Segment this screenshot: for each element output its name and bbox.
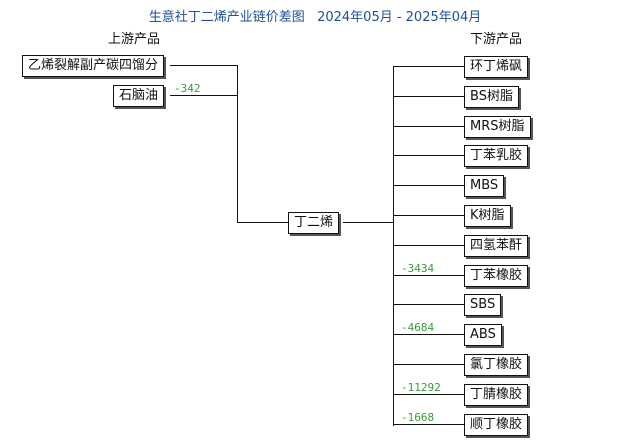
diagram-title: 生意社丁二烯产业链价差图 2024年05月 - 2025年04月 (148, 10, 482, 25)
upstream-node-naphtha: 石脑油 (113, 85, 165, 107)
downstream-node-mbs: MBS (464, 175, 505, 197)
upstream-trunk (237, 65, 238, 223)
downstream-node-k-resin: K树脂 (464, 205, 511, 227)
center-to-downstream-line (343, 222, 394, 223)
downstream-branch-line (393, 275, 465, 276)
downstream-branch-line (393, 155, 465, 156)
downstream-node-thpa: 四氢苯酐 (464, 235, 529, 257)
upstream-connector-2 (170, 95, 238, 96)
downstream-branch-line (393, 304, 465, 305)
downstream-node-sbs: SBS (464, 294, 502, 316)
downstream-branch-line (393, 66, 465, 67)
upstream-connector-1 (170, 65, 238, 66)
downstream-branch-line (393, 185, 465, 186)
downstream-value-abs: -4684 (401, 321, 435, 334)
downstream-node-nbr: 丁腈橡胶 (464, 384, 529, 406)
downstream-node-sbr: 丁苯橡胶 (464, 265, 529, 287)
upstream-node-c4-fraction: 乙烯裂解副产碳四馏分 (22, 55, 165, 77)
downstream-branch-line (393, 215, 465, 216)
downstream-value-sbr: -3434 (401, 262, 435, 275)
downstream-node-cr: 氯丁橡胶 (464, 354, 529, 376)
downstream-branch-line (393, 424, 465, 425)
downstream-branch-line (393, 364, 465, 365)
upstream-to-center-line (237, 222, 288, 223)
upstream-header: 上游产品 (108, 32, 161, 47)
downstream-value-nbr: -11292 (401, 381, 441, 394)
downstream-node-bs-resin: BS树脂 (464, 86, 519, 108)
downstream-node-abs: ABS (464, 324, 502, 346)
downstream-node-br: 顺丁橡胶 (464, 414, 529, 436)
downstream-branch-line (393, 334, 465, 335)
downstream-node-sb-latex: 丁苯乳胶 (464, 145, 529, 167)
downstream-branch-line (393, 96, 465, 97)
downstream-value-br: -1668 (401, 411, 435, 424)
downstream-branch-line (393, 126, 465, 127)
downstream-branch-line (393, 245, 465, 246)
downstream-trunk (393, 66, 394, 426)
downstream-node-mrs-resin: MRS树脂 (464, 116, 531, 138)
center-node-butadiene: 丁二烯 (288, 212, 340, 234)
downstream-header: 下游产品 (470, 32, 523, 47)
upstream-value-naphtha: -342 (174, 82, 201, 95)
downstream-node-sulfolene: 环丁烯砜 (464, 56, 529, 78)
downstream-branch-line (393, 394, 465, 395)
